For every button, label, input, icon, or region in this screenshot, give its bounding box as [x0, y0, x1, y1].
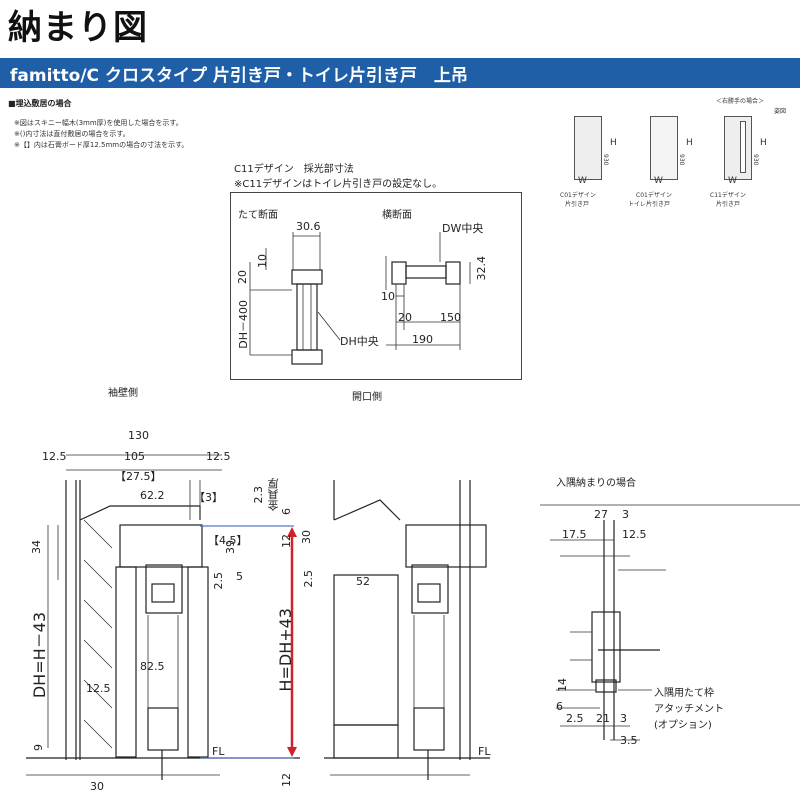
dim-20-a: 20 [236, 270, 249, 284]
dim-82-5: 82.5 [140, 660, 165, 673]
thumbnails: H 930 W C01デザイン 片引き戸 H 930 W C01デザイン トイレ… [552, 110, 800, 210]
dim-10-b: 10 [381, 290, 395, 303]
thumbnail-3-w: W [728, 176, 737, 186]
product-banner: famitto/C クロスタイプ 片引き戸・トイレ片引き戸 上吊 [0, 58, 800, 88]
thumbnail-3-h: H [760, 138, 767, 148]
dim-2-5-right: 2.5 [302, 570, 315, 588]
c11-detail-box [230, 192, 522, 380]
banner-text: famitto/C クロスタイプ 片引き戸・トイレ片引き戸 上吊 [10, 66, 468, 86]
corner-dim-3-top: 3 [622, 508, 629, 521]
corner-title: 入隅納まりの場合 [556, 478, 636, 489]
note-line-1: ※図はスキニー幅木(3mm厚)を使用した場合を示す。 [14, 119, 183, 127]
corner-dim-14: 14 [556, 678, 569, 692]
c11-vertical-label: たて断面 [238, 210, 278, 221]
thumbnail-1-h: H [610, 138, 617, 148]
thumbnail-3-label2: 片引き戸 [716, 201, 741, 208]
thumbnail-3-glass-slit [740, 121, 746, 173]
dim-3-bracket: 【3】 [194, 491, 223, 504]
corner-dim-21: 21 [596, 712, 610, 725]
label-dh-center: DH中央 [340, 335, 379, 348]
c11-note: ※C11デザインはトイレ片引き戸の設定なし。 [234, 179, 443, 190]
c11-horizontal-label: 横断面 [382, 210, 412, 221]
dim-150: 150 [440, 311, 461, 324]
corner-detail [540, 504, 800, 741]
dim-30-bottom: 30 [90, 780, 104, 793]
thumbnail-door-3 [724, 116, 752, 180]
dim-dh-400: DH－400 [237, 300, 250, 349]
c11-vertical-section [249, 232, 341, 365]
main-section-opening-side [324, 480, 490, 780]
dim-10-a: 10 [256, 254, 269, 268]
corner-label-option: (オプション) [654, 720, 712, 731]
corner-dim-6: 6 [556, 700, 563, 713]
corner-dim-2-5: 2.5 [566, 712, 584, 725]
thumbnail-1-h2: 930 [602, 154, 609, 166]
page-title: 納まり図 [8, 8, 148, 48]
dim-h-equation: H=DH+43 [276, 608, 295, 692]
corner-dim-12-5: 12.5 [622, 528, 647, 541]
corner-dim-3-bottom: 3 [620, 712, 627, 725]
thumbnail-2-label1: C01デザイン [636, 192, 672, 199]
corner-label-attachment: アタッチメント [654, 704, 724, 715]
dim-20-b: 20 [398, 311, 412, 324]
thumbnail-1-label1: C01デザイン [560, 192, 596, 199]
dim-34: 34 [30, 540, 43, 554]
note-line-3: ※【】内は石膏ボード厚12.5mmの場合の寸法を示す。 [14, 141, 189, 149]
dim-12-5-left: 12.5 [42, 450, 67, 463]
dim-12-bottom: 12 [280, 773, 293, 787]
thumbnails-corner-label: 姿図 [774, 108, 787, 115]
thumbnail-3-h2: 930 [752, 154, 759, 166]
thumbnail-door-1 [574, 116, 602, 180]
label-fl-left: FL [212, 745, 225, 758]
dim-5: 5 [236, 570, 243, 583]
label-fl-right: FL [478, 745, 491, 758]
dim-30-6: 30.6 [296, 220, 321, 233]
dim-9: 9 [32, 744, 45, 751]
dim-105: 105 [124, 450, 145, 463]
thumbnail-2-h2: 930 [678, 154, 685, 166]
dim-52: 52 [356, 575, 370, 588]
dim-6: 6 [280, 508, 293, 515]
thumbnail-door-2 [650, 116, 678, 180]
label-metal-thickness: 金具厚 [267, 478, 280, 511]
dim-2-5-left: 2.5 [212, 572, 225, 590]
c11-title: C11デザイン 採光部寸法 [234, 164, 354, 175]
dim-dh-equation: DH=H－43 [30, 612, 49, 699]
corner-dim-17-5: 17.5 [562, 528, 587, 541]
dim-130: 130 [128, 429, 149, 442]
thumbnail-1-label2: 片引き戸 [565, 201, 590, 208]
dim-62-2: 62.2 [140, 489, 165, 502]
dim-12-5-right: 12.5 [206, 450, 231, 463]
thumbnail-2-h: H [686, 138, 693, 148]
thumbnails-caption: ＜右勝手の場合＞ [716, 98, 765, 105]
label-opening-side: 開口側 [352, 392, 382, 403]
thumbnail-2-w: W [654, 176, 663, 186]
thumbnail-2-label2: トイレ片引き戸 [628, 201, 671, 208]
dim-4-5: 【4.5】 [208, 534, 248, 547]
dim-39: 39 [224, 540, 237, 554]
dim-12-5-lower: 12.5 [86, 682, 111, 695]
notes-heading: ■埋込敷居の場合 [8, 99, 72, 108]
corner-label-frame: 入隅用たて枠 [654, 688, 714, 699]
thumbnail-1-w: W [578, 176, 587, 186]
c11-horizontal-section [385, 232, 471, 350]
dim-27-5: 【27.5】 [115, 470, 162, 483]
main-section-wall-side [26, 454, 300, 780]
dim-2-3: 2.3 [252, 486, 265, 504]
note-line-2: ※()内寸法は直付敷居の場合を示す。 [14, 130, 130, 138]
corner-dim-27: 27 [594, 508, 608, 521]
dim-32-4: 32.4 [475, 256, 488, 281]
corner-dim-3-5: 3.5 [620, 734, 638, 747]
label-dw-center: DW中央 [442, 222, 484, 235]
dim-30-top: 30 [300, 530, 313, 544]
label-wall-side: 袖壁側 [108, 388, 138, 399]
thumbnail-3-label1: C11デザイン [710, 192, 746, 199]
dim-190: 190 [412, 333, 433, 346]
dim-12-top: 12 [280, 534, 293, 548]
